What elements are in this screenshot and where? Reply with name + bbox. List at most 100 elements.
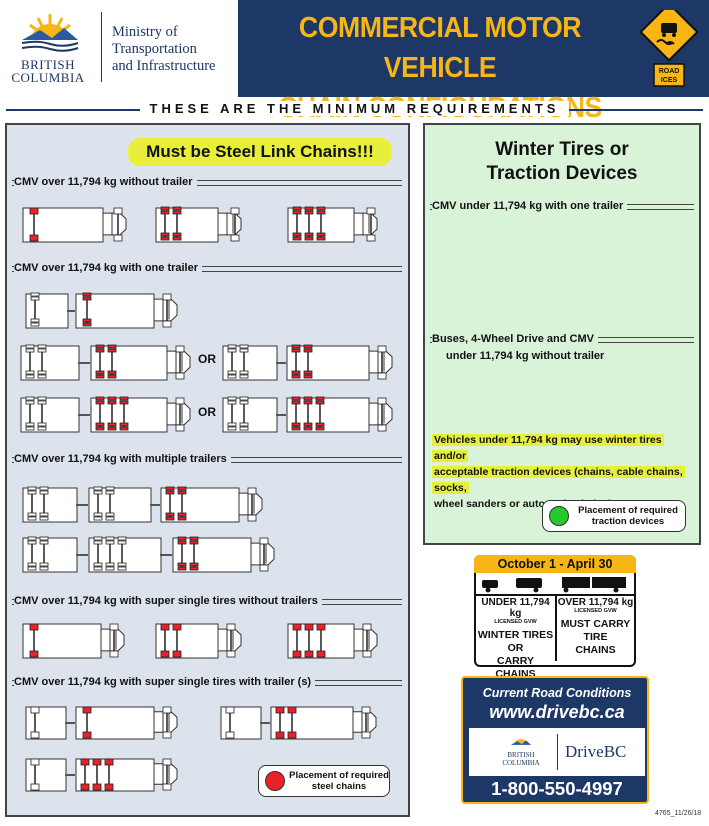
season-under-sub: LICENSED GVW: [494, 619, 537, 625]
tire: [95, 400, 105, 405]
tire: [105, 516, 115, 521]
vehicle-cab: [153, 763, 178, 785]
tire: [39, 536, 49, 541]
tire: [105, 566, 115, 571]
tire: [95, 426, 105, 431]
tire: [291, 374, 301, 379]
hitch: [276, 362, 286, 364]
tire: [37, 374, 47, 379]
tire: [107, 370, 117, 375]
section-label-buses: Buses, 4-Wheel Drive and CMV: [432, 333, 598, 345]
tire: [177, 566, 187, 571]
tire: [107, 344, 117, 349]
section-label-no-trailer: CMV over 11,794 kg without trailer: [14, 176, 197, 188]
tire: [239, 426, 249, 431]
tire: [315, 400, 325, 405]
tire: [239, 422, 249, 427]
section-label-under-one-trailer: CMV under 11,794 kg with one trailer: [432, 200, 628, 212]
tire: [117, 562, 127, 567]
tire: [292, 206, 302, 211]
tire: [113, 234, 123, 242]
tire: [165, 516, 175, 521]
truck-icon: [592, 577, 626, 588]
tire: [291, 348, 301, 353]
tire: [29, 623, 39, 631]
season-dates: October 1 - April 30: [474, 555, 636, 573]
tire: [25, 396, 35, 401]
tire: [30, 292, 40, 297]
drivebc-url-link[interactable]: www.drivebc.ca: [489, 702, 625, 722]
tire: [82, 318, 92, 323]
tire: [366, 207, 376, 215]
section-label-buses-line-2: under 11,794 kg without trailer: [446, 350, 605, 362]
subtitle-text: THESE ARE THE MINIMUM REQUIREMENTS: [139, 101, 570, 116]
ministry-line-2: Transportation: [112, 41, 197, 57]
tire: [160, 210, 170, 215]
tire: [93, 566, 103, 571]
tire: [27, 516, 37, 521]
section-rule: [12, 180, 402, 186]
drivebc-brand: DriveBC: [565, 742, 627, 761]
tire: [304, 232, 314, 237]
season-over-column: OVER 11,794 kg LICENSED GVW MUST CARRY T…: [556, 597, 635, 657]
tire: [189, 562, 199, 567]
tractor: [75, 706, 178, 740]
tire: [80, 783, 90, 791]
tractor: [286, 396, 393, 433]
tire: [165, 490, 175, 495]
tire: [304, 210, 314, 215]
tire: [292, 623, 302, 631]
tire: [39, 512, 49, 517]
steel-chains-banner: Must be Steel Link Chains!!!: [128, 138, 392, 166]
truck-icon: [562, 577, 590, 588]
tire: [225, 731, 235, 739]
tire: [303, 426, 313, 431]
tire: [37, 348, 47, 353]
tire: [287, 706, 297, 714]
trailer: [20, 396, 80, 433]
tire: [25, 344, 35, 349]
tire: [177, 490, 187, 495]
tire: [377, 372, 387, 380]
drivebc-logo-divider: [557, 734, 558, 770]
tire: [175, 424, 185, 432]
tractor: [75, 292, 178, 329]
tire: [172, 236, 182, 241]
vehicle-cab: [353, 212, 378, 236]
tire: [162, 706, 172, 714]
tire: [303, 400, 313, 405]
drivebc-phone-link[interactable]: 1-800-550-4997: [491, 778, 623, 799]
ministry-line-1: Ministry of: [112, 24, 178, 40]
tire: [37, 422, 47, 427]
vehicle-cab: [238, 492, 263, 516]
tire: [117, 540, 127, 545]
bc-sun-logo: [21, 14, 79, 52]
tire: [227, 370, 237, 375]
section-rule: [12, 266, 402, 272]
tire: [30, 731, 40, 739]
season-sign-divider: [555, 595, 557, 661]
hitch: [78, 362, 90, 364]
drivebc-box: Current Road Conditions www.drivebc.ca B…: [461, 676, 649, 804]
truck-tandem: [155, 206, 242, 243]
vehicle-cab: [153, 711, 178, 733]
tire: [105, 562, 115, 567]
tire: [27, 566, 37, 571]
tractor: [270, 706, 377, 740]
tire: [39, 562, 49, 567]
tire: [303, 370, 313, 375]
tractor: [75, 758, 178, 792]
truck-tridem: [287, 206, 378, 243]
tire: [105, 512, 115, 517]
tire: [177, 486, 187, 491]
vehicle-cab: [166, 402, 191, 426]
vehicle-cab: [250, 542, 275, 566]
tire: [275, 706, 285, 714]
tire: [82, 731, 92, 739]
hitch: [160, 554, 172, 556]
tire: [95, 348, 105, 353]
tire: [304, 236, 314, 241]
tire: [27, 540, 37, 545]
drivebc-bc-text: BRITISH COLUMBIA: [502, 751, 540, 767]
section-label-multiple-trailers: CMV over 11,794 kg with multiple trailer…: [14, 453, 231, 465]
